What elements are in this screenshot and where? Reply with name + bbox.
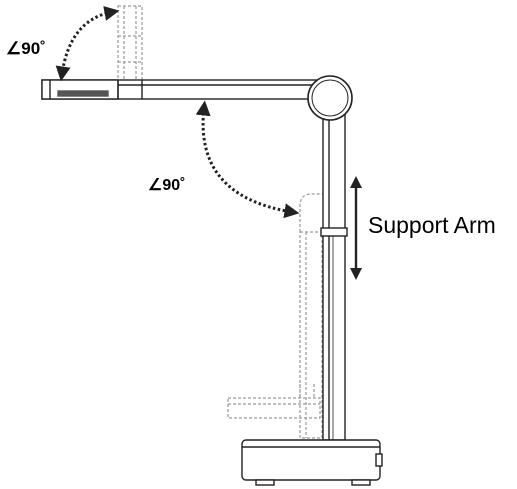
angle-label-middle: ∠90˚: [148, 177, 186, 194]
support-arm-label: Support Arm: [368, 212, 496, 238]
angle-label-top: ∠90˚: [6, 39, 46, 58]
hinge-joint: [307, 75, 353, 121]
ghost-camera-head-folded: [227, 384, 321, 419]
base: [241, 439, 383, 486]
camera-arm-horizontal: [41, 79, 323, 100]
support-column: [320, 109, 348, 441]
rotation-arrow-top: [55, 6, 120, 82]
rotation-arrow-middle: [195, 100, 300, 219]
